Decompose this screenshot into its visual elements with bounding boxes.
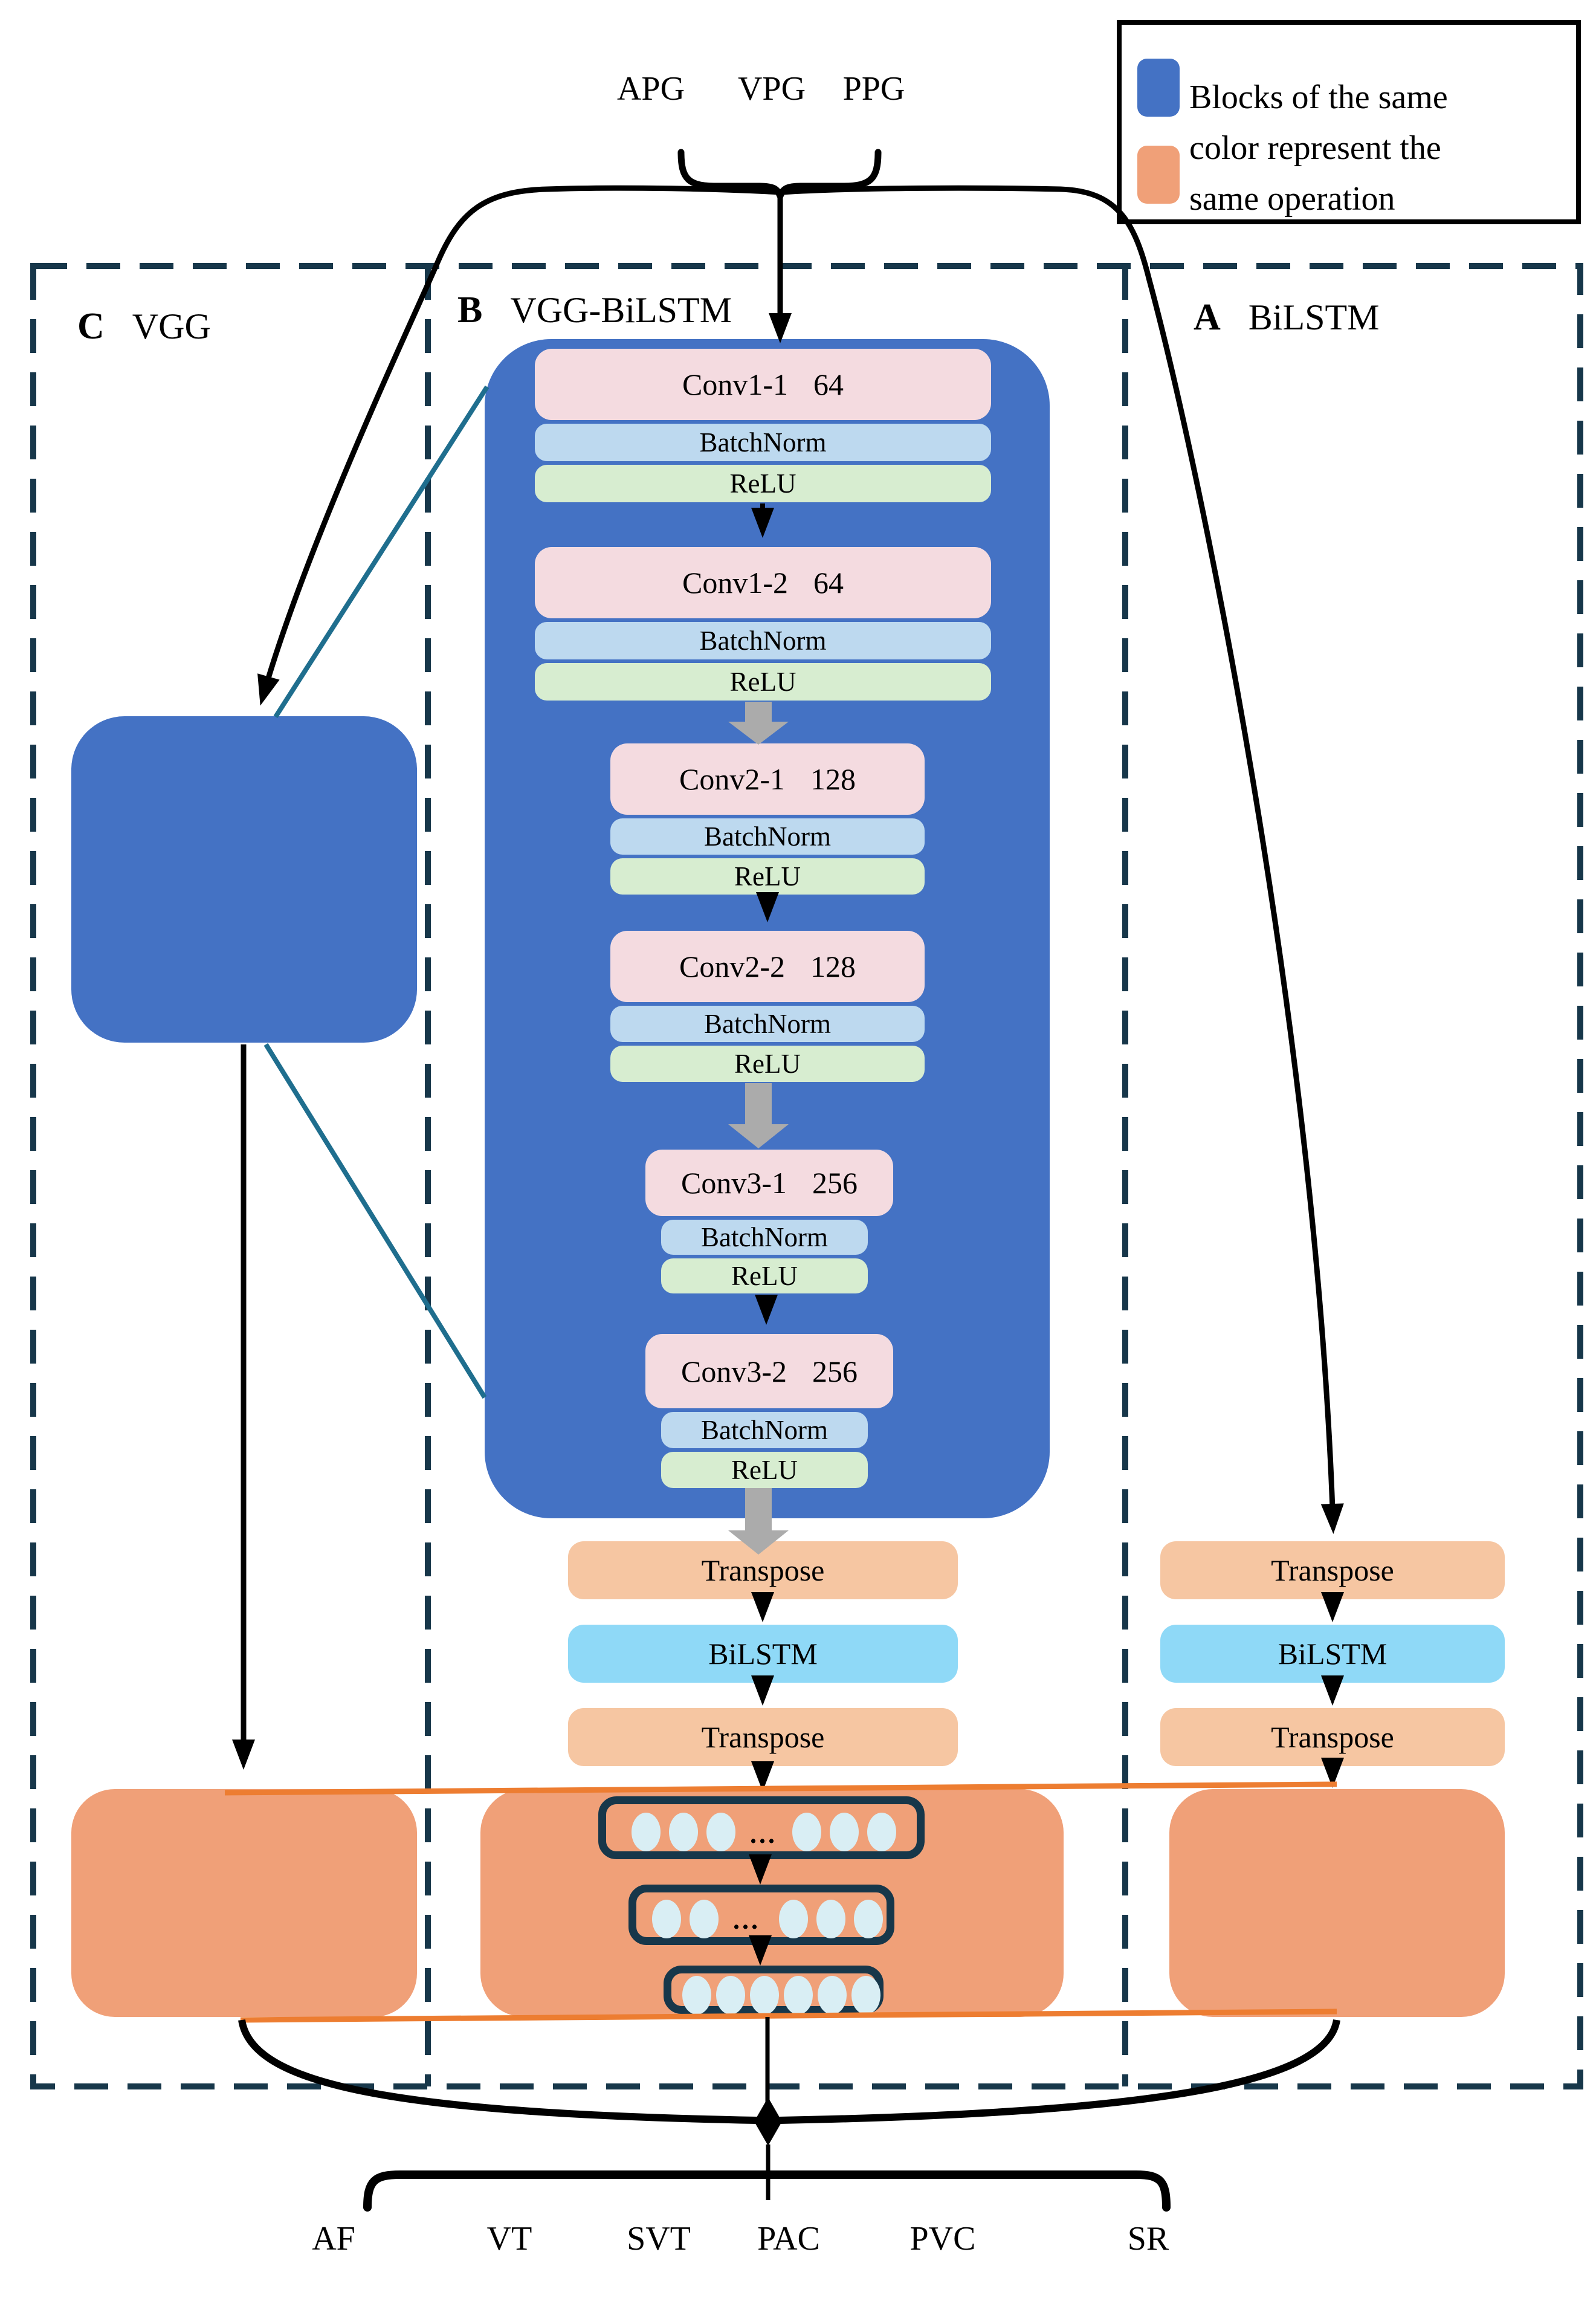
a-transpose-1: Transpose xyxy=(1160,1541,1505,1599)
fc-layer-row-2: ... xyxy=(628,1885,894,1945)
input-label-apg: APG xyxy=(616,70,685,108)
neuron xyxy=(716,1976,745,2015)
conv2-1-block: Conv2-1 128 xyxy=(610,743,925,815)
neuron xyxy=(706,1813,735,1851)
neuron xyxy=(792,1813,821,1851)
batchnorm-2-1: BatchNorm xyxy=(610,818,925,855)
vgg-feature-block xyxy=(71,716,417,1043)
neuron xyxy=(669,1813,698,1851)
conv2-1-label: Conv2-1 xyxy=(679,762,785,796)
batchnorm-2-2: BatchNorm xyxy=(610,1006,925,1042)
legend-box: Blocks of the same color represent the s… xyxy=(1117,20,1581,224)
input-label-vpg: VPG xyxy=(737,70,806,108)
output-label-pac: PAC xyxy=(757,2220,820,2258)
relu-3-1: ReLU xyxy=(661,1258,868,1293)
vgg-operation-block xyxy=(71,1789,417,2017)
output-label-sr: SR xyxy=(1127,2220,1169,2258)
neuron xyxy=(652,1900,681,1938)
batchnorm-3-2: BatchNorm xyxy=(661,1412,868,1448)
a-bilstm: BiLSTM xyxy=(1160,1625,1505,1683)
conv1-1-label: Conv1-1 xyxy=(682,367,788,401)
neuron xyxy=(682,1976,711,2015)
legend-line-3: same operation xyxy=(1189,180,1395,218)
neuron xyxy=(632,1813,661,1851)
section-label-c: C VGG xyxy=(77,305,211,348)
neuron xyxy=(867,1813,896,1851)
conv2-2-block: Conv2-2 128 xyxy=(610,931,925,1002)
neuron xyxy=(690,1900,719,1938)
neuron xyxy=(816,1900,845,1938)
relu-3-2: ReLU xyxy=(661,1452,868,1488)
c-output-line xyxy=(238,2019,757,2124)
conv1-2-block: Conv1-2 64 xyxy=(535,547,991,618)
fc-layer-row-3 xyxy=(664,1966,884,2015)
conv1-2-channels: 64 xyxy=(813,566,844,600)
conv3-1-label: Conv3-1 xyxy=(681,1166,787,1200)
vgg-bilstm-operation-block: ... ... xyxy=(480,1789,1064,2017)
fc-row1-ellipsis: ... xyxy=(750,1819,777,1849)
batchnorm-3-1: BatchNorm xyxy=(661,1220,868,1255)
output-label-af: AF xyxy=(312,2220,355,2258)
conv2-2-label: Conv2-2 xyxy=(679,950,785,983)
input-brace xyxy=(677,149,882,205)
b-transpose-1: Transpose xyxy=(568,1541,958,1599)
section-c-letter: C xyxy=(77,306,105,347)
relu-1-2: ReLU xyxy=(535,663,991,701)
b-bilstm: BiLSTM xyxy=(568,1625,958,1683)
conv1-1-block: Conv1-1 64 xyxy=(535,349,991,420)
bilstm-operation-block xyxy=(1169,1789,1505,2017)
conv3-2-block: Conv3-2 256 xyxy=(645,1334,893,1408)
conv3-2-channels: 256 xyxy=(812,1354,858,1388)
conv3-2-label: Conv3-2 xyxy=(681,1354,787,1388)
section-a-letter: A xyxy=(1194,297,1221,338)
conv1-2-label: Conv1-2 xyxy=(682,566,788,600)
output-bracket xyxy=(363,2170,1171,2212)
section-label-b: B VGG-BiLSTM xyxy=(457,289,732,332)
relu-2-2: ReLU xyxy=(610,1046,925,1082)
section-label-a: A BiLSTM xyxy=(1194,296,1380,339)
output-label-vt: VT xyxy=(486,2220,532,2258)
neuron xyxy=(784,1976,813,2015)
neuron xyxy=(779,1900,808,1938)
output-label-svt: SVT xyxy=(627,2220,691,2258)
b-transpose-2: Transpose xyxy=(568,1708,958,1766)
input-label-ppg: PPG xyxy=(842,70,905,108)
relu-2-1: ReLU xyxy=(610,858,925,895)
neuron xyxy=(818,1976,847,2015)
batchnorm-1-1: BatchNorm xyxy=(535,424,991,461)
legend-line-1: Blocks of the same xyxy=(1189,79,1448,116)
section-a-name: BiLSTM xyxy=(1248,297,1380,337)
conv3-1-block: Conv3-1 256 xyxy=(645,1150,893,1216)
conv1-1-channels: 64 xyxy=(813,367,844,401)
fc-row2-ellipsis: ... xyxy=(733,1905,760,1935)
neuron xyxy=(830,1813,859,1851)
output-label-pvc: PVC xyxy=(909,2220,976,2258)
neuron xyxy=(750,1976,779,2015)
neuron xyxy=(854,1900,883,1938)
fc-layer-row-1: ... xyxy=(598,1796,925,1859)
conv2-1-channels: 128 xyxy=(810,762,856,796)
section-b-name: VGG-BiLSTM xyxy=(510,290,732,330)
legend-line-2: color represent the xyxy=(1189,129,1441,167)
section-b-letter: B xyxy=(457,290,483,331)
a-output-line xyxy=(779,2019,1340,2124)
relu-1-1: ReLU xyxy=(535,465,991,502)
batchnorm-1-2: BatchNorm xyxy=(535,622,991,659)
legend-orange-swatch xyxy=(1137,146,1180,204)
conv3-1-channels: 256 xyxy=(812,1166,858,1200)
neuron xyxy=(851,1976,880,2015)
conv2-2-channels: 128 xyxy=(810,950,856,983)
section-c-name: VGG xyxy=(132,306,211,346)
legend-blue-swatch xyxy=(1137,59,1180,117)
merge-arrowhead xyxy=(754,2097,782,2146)
a-transpose-2: Transpose xyxy=(1160,1708,1505,1766)
